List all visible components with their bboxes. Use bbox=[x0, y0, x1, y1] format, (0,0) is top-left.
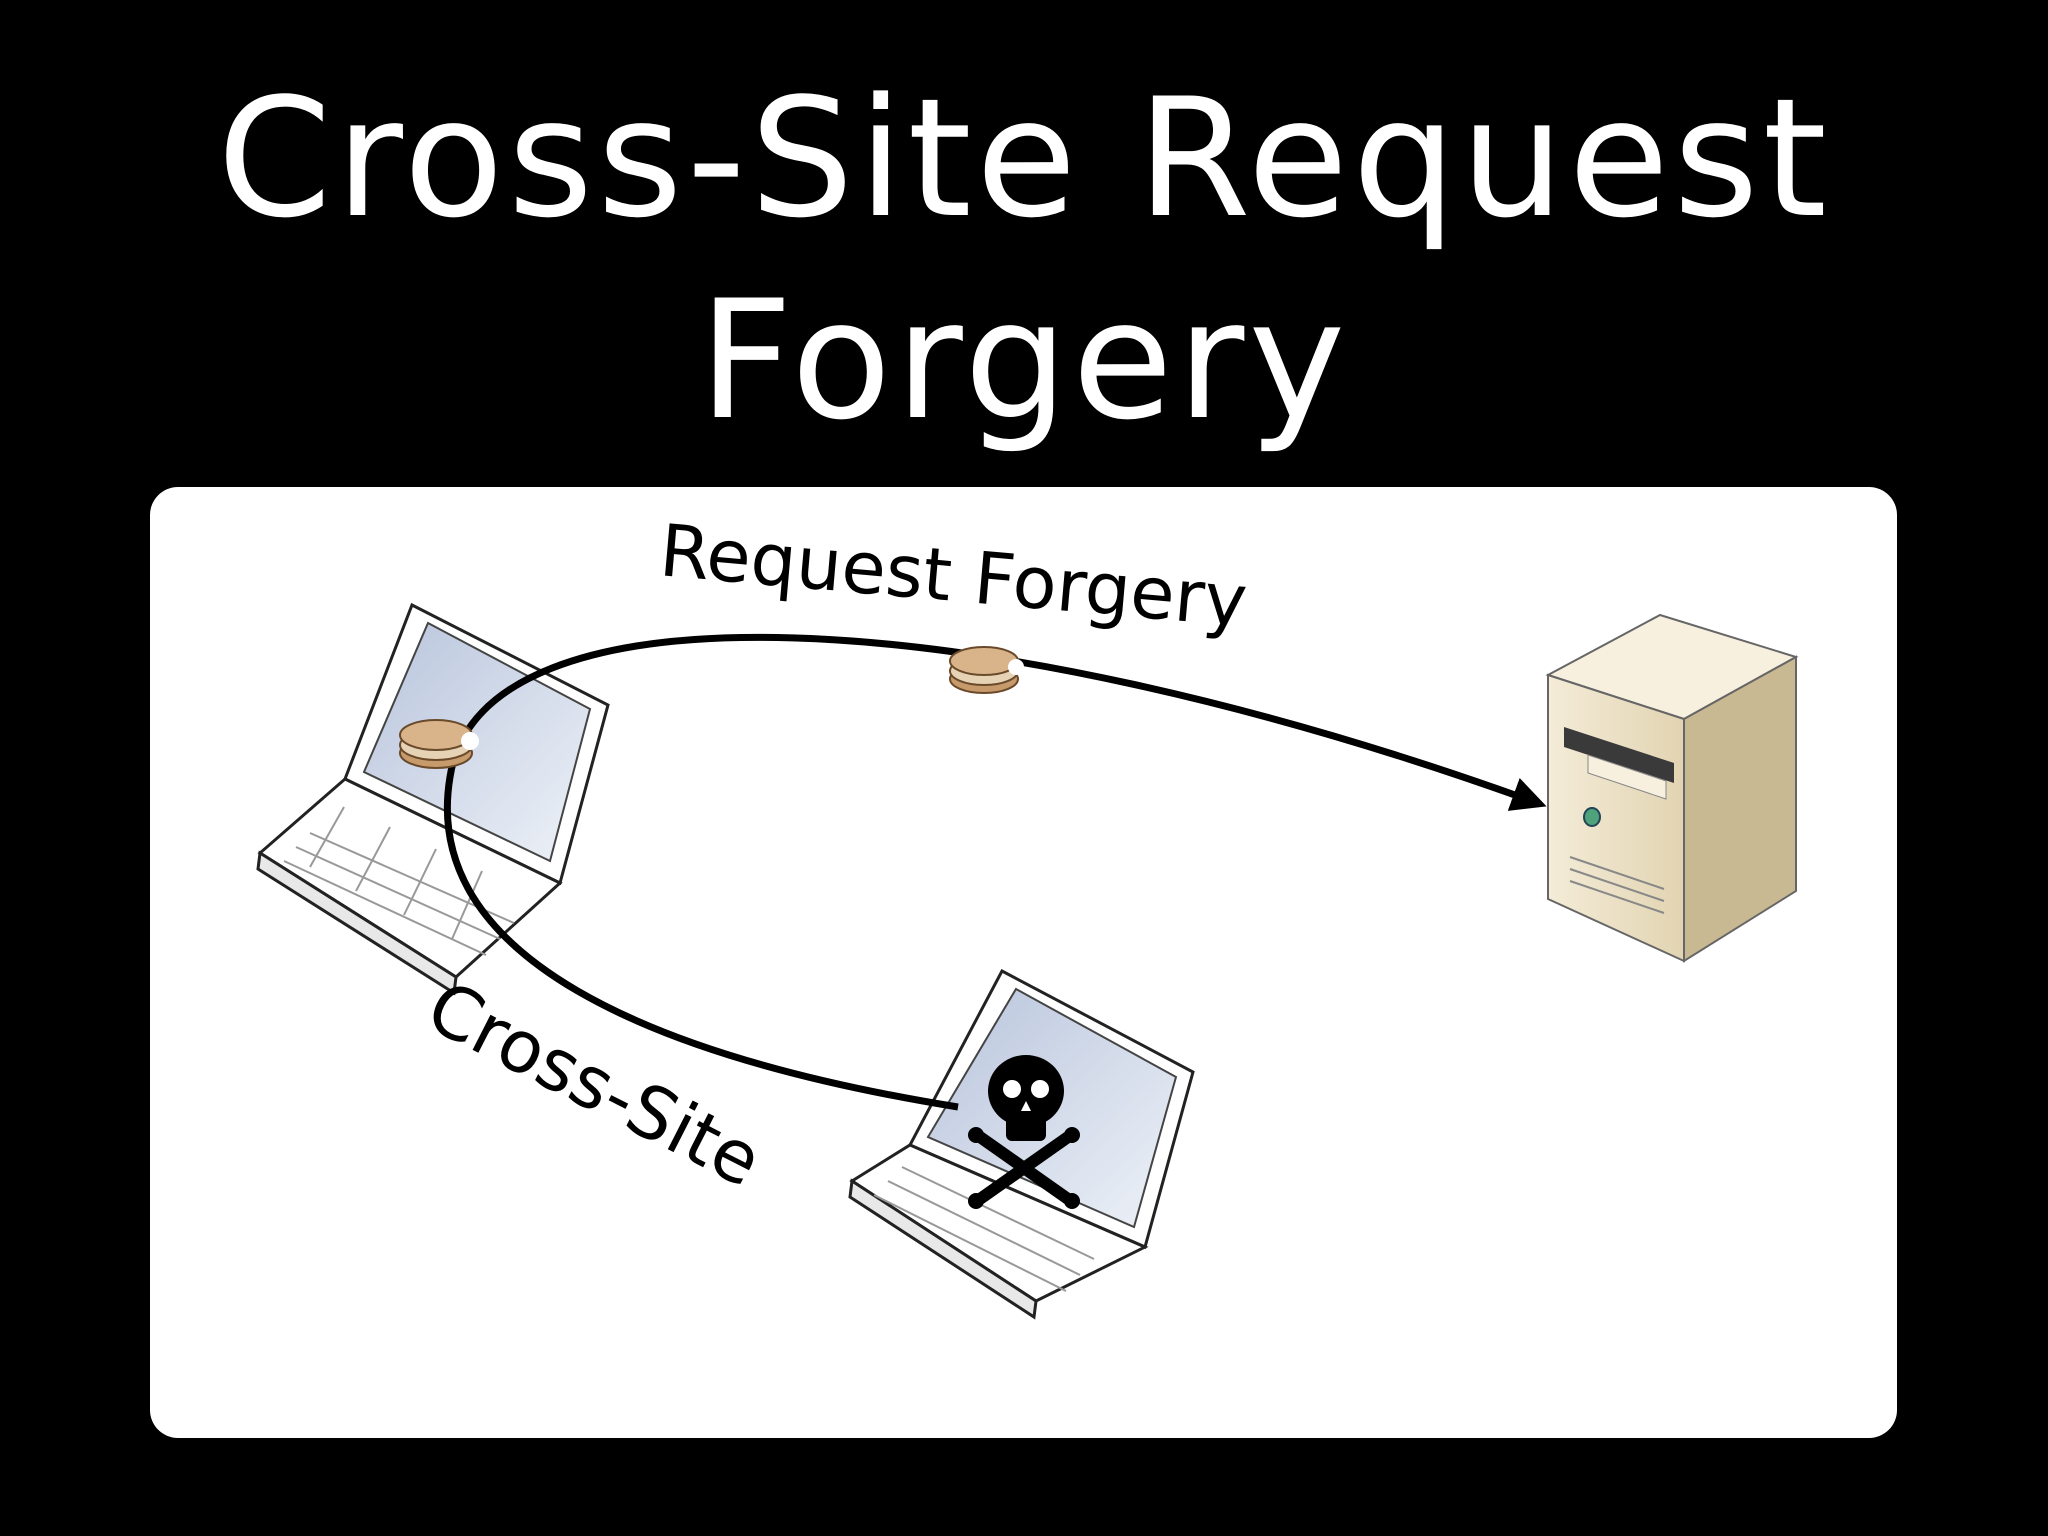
slide-title: Cross-Site Request Forgery bbox=[0, 58, 2048, 462]
diagram-panel: Request Forgery Cross-Site bbox=[150, 487, 1897, 1438]
title-line-2: Forgery bbox=[698, 265, 1350, 456]
skull-crossbones-icon bbox=[968, 1055, 1080, 1209]
title-line-1: Cross-Site Request bbox=[217, 63, 1831, 254]
server-icon bbox=[1545, 613, 1799, 963]
cookie-icon bbox=[949, 646, 1024, 694]
attacker-laptop-icon bbox=[848, 968, 1195, 1320]
csrf-diagram: Request Forgery Cross-Site bbox=[256, 508, 1799, 1320]
cookie-icon bbox=[399, 719, 479, 769]
csrf-flow-arrow bbox=[443, 633, 1547, 1111]
label-request-forgery: Request Forgery bbox=[657, 508, 1251, 643]
